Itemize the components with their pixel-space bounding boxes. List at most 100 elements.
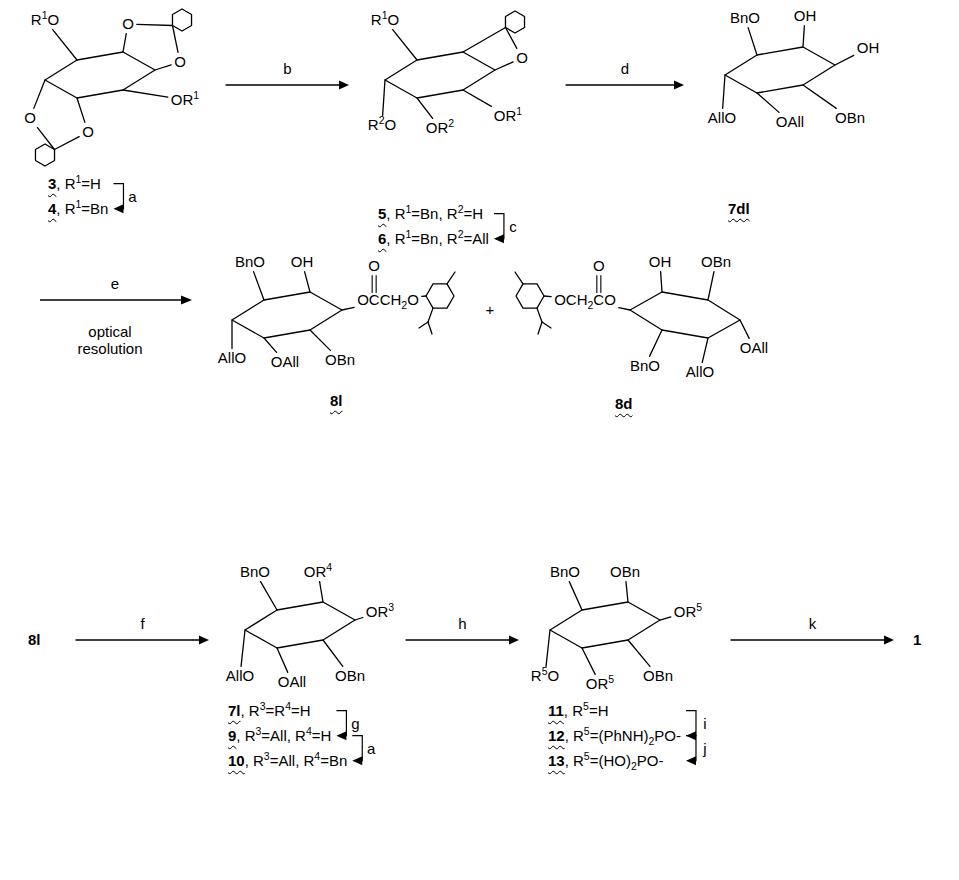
bond-line <box>628 640 650 666</box>
bracket-arrow <box>494 214 504 244</box>
compound: 11, R5=H12, R5=(PhNH)2PO-13, R5=(HO)2PO- <box>525 555 725 785</box>
bracket-arrow <box>113 184 123 214</box>
isopropyl-bond <box>419 322 428 328</box>
atom-label: OCCH2O <box>357 291 419 308</box>
subscript: 2 <box>588 299 594 311</box>
atom-label: R1O <box>371 11 399 28</box>
isopropyl-bond <box>428 308 433 322</box>
superscript: 2 <box>448 117 454 129</box>
bond-line <box>231 320 232 348</box>
bond-line <box>77 98 85 122</box>
reaction-arrow-line <box>731 639 885 640</box>
reagent-letter: k <box>809 615 817 632</box>
atom-label: OH <box>649 253 672 270</box>
bond-line <box>173 26 179 53</box>
bond-line <box>582 648 595 674</box>
isopropyl-bond <box>538 322 542 334</box>
reaction-arrow-line <box>566 84 675 85</box>
isopropyl-bond <box>428 322 432 334</box>
atom-label: R5O <box>531 667 559 684</box>
atom-label: BnO <box>550 563 580 580</box>
bond-line <box>254 272 264 300</box>
atom-label: OH <box>291 253 314 270</box>
compound: 7l, R3=R4=H9, R3=All, R4=H10, R3=All, R4… <box>215 555 400 785</box>
atom-label: OAll <box>271 353 299 370</box>
atom-label: OH <box>857 39 880 56</box>
bond-line <box>155 65 171 70</box>
bracket-arrow-head <box>352 756 362 765</box>
superscript: 1 <box>382 9 388 21</box>
bond-line <box>261 582 277 610</box>
bond-line <box>650 330 662 356</box>
reagent-letter: e <box>111 275 119 292</box>
bond-line <box>660 617 671 620</box>
cyclohexylidene-ring <box>35 144 54 166</box>
inositol-ring <box>385 52 495 98</box>
superscript: 5 <box>542 665 548 677</box>
superscript: 3 <box>264 750 270 762</box>
menthyl-ring <box>426 284 454 308</box>
double-bond-line <box>600 276 601 293</box>
bond-line <box>393 30 417 60</box>
atom-label: BnO <box>730 9 760 26</box>
bond-line <box>723 75 725 108</box>
reagent-letter: d <box>621 60 629 77</box>
compound-label: 8l <box>28 631 41 648</box>
atom-label: OR1 <box>494 107 522 124</box>
atom-label: OR1 <box>171 91 199 108</box>
superscript: 4 <box>285 700 291 712</box>
superscript: 1 <box>42 9 48 21</box>
bond-line <box>740 320 749 338</box>
bond-line <box>463 28 506 53</box>
compound-number: 8l <box>28 631 41 648</box>
reagent-letter: a <box>367 740 375 757</box>
compound-number: 5 <box>378 205 386 222</box>
atom-label: OAll <box>740 339 768 356</box>
atom-label: OR4 <box>304 563 332 580</box>
cyclohexylidene-ring <box>505 11 524 33</box>
bond-line <box>661 272 662 292</box>
bond-line <box>544 295 551 297</box>
atom-label: O <box>593 257 605 274</box>
atom-label: OR5 <box>674 603 702 620</box>
condition-note: optical resolution <box>63 323 158 358</box>
superscript: 2 <box>458 228 464 240</box>
bond-line <box>748 28 757 55</box>
compound-label: 7dl <box>728 200 750 217</box>
compound-number: 9 <box>228 727 236 744</box>
inositol-ring <box>45 52 155 98</box>
compound-number: 1 <box>913 631 921 648</box>
inositol-ring <box>550 602 660 648</box>
atom-label: OBn <box>325 351 355 368</box>
bond-line <box>320 582 323 602</box>
reagent-letter: j <box>703 740 706 757</box>
bond-line <box>53 30 77 60</box>
compound-number: 6 <box>378 230 386 247</box>
superscript: 3 <box>388 601 394 613</box>
bracket-arrow <box>352 736 362 766</box>
atom-label: R2O <box>368 116 396 133</box>
superscript: 1 <box>406 203 412 215</box>
atom-label: AllO <box>218 349 246 366</box>
compound-number: 8d <box>615 395 633 412</box>
compound-label: 3, R1=H <box>48 175 101 192</box>
superscript: 2 <box>458 203 464 215</box>
atom-label: BnO <box>240 563 270 580</box>
superscript: 5 <box>696 601 702 613</box>
reaction-arrow-line <box>406 639 510 640</box>
compound: 1 <box>900 620 940 662</box>
plus-sign: + <box>486 301 495 318</box>
reaction-arrow-line <box>76 639 200 640</box>
reaction-arrow-line <box>226 84 340 85</box>
atom-label: BnO <box>630 357 660 374</box>
reaction-arrow <box>76 636 209 645</box>
reaction-arrow <box>406 636 519 645</box>
atom-label: OR3 <box>366 603 394 620</box>
bond-line <box>757 93 779 112</box>
bond-line <box>355 617 363 620</box>
compound: 7dl <box>690 0 902 240</box>
bond-line <box>323 640 343 666</box>
double-bond-line <box>376 276 377 293</box>
